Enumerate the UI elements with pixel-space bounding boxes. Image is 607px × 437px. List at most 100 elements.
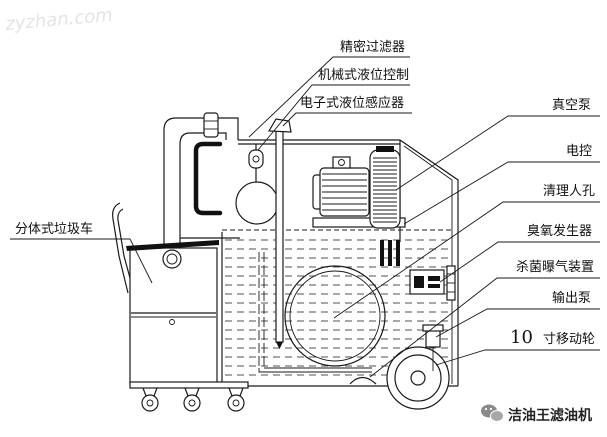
brand-watermark: 洁油王滤油机 <box>481 404 593 425</box>
callout-moving-wheel: 10 寸移动轮 <box>435 327 600 366</box>
moving-wheel <box>386 346 450 410</box>
pump-base-plate <box>312 217 406 228</box>
tank-right-inner <box>403 145 453 384</box>
callout-sterilization-aeration: 杀菌曝气装置 <box>369 259 600 378</box>
wheel-tyre <box>386 346 450 410</box>
leader-line <box>395 115 600 191</box>
caster-tyre <box>141 394 159 412</box>
ozone-box <box>409 269 445 295</box>
site-watermark: zyzhan.com <box>4 5 114 35</box>
float-housing <box>248 149 264 169</box>
motor-fins <box>322 173 367 211</box>
wechat-eye <box>484 407 488 411</box>
sensor-rod <box>275 129 284 343</box>
cart-latch <box>169 319 175 325</box>
callout-precision-filter: 精密过滤器 <box>248 39 410 138</box>
caster-wheel <box>183 387 201 412</box>
callout-electric-control: 电控 <box>403 144 600 225</box>
label-electronic-level-sensor: 电子式液位感应器 <box>300 95 404 111</box>
ozone-tube <box>414 276 424 288</box>
caster-wheel <box>227 387 245 412</box>
caster-hub <box>232 399 240 407</box>
blower-ribs <box>373 157 397 223</box>
inlet-pipe <box>163 112 239 247</box>
cart-inlet-port <box>162 249 182 269</box>
label-cleaning-manhole: 清理人孔 <box>543 184 595 199</box>
label-output-pump: 输出泵 <box>552 290 591 306</box>
cart-box <box>129 247 218 385</box>
blower-inlet <box>376 146 394 152</box>
callout-vacuum-pump: 真空泵 <box>395 98 600 191</box>
output-pipe <box>258 252 372 373</box>
leader-line <box>403 161 600 225</box>
pipe-fitting <box>203 112 219 138</box>
suction-hose <box>193 141 223 216</box>
caster-tyre <box>183 394 201 412</box>
electronic-level-sensor <box>267 118 292 349</box>
label-wheel-size: 10 <box>510 327 533 348</box>
label-vacuum-pump: 真空泵 <box>552 98 591 113</box>
leader-line <box>248 56 410 138</box>
pipe-inner <box>179 132 227 247</box>
label-moving-wheel: 10 寸移动轮 <box>510 327 595 348</box>
cart-inlet-inner <box>166 253 178 265</box>
wheel-rim <box>394 354 442 402</box>
pipe-outer <box>163 117 239 247</box>
label-electric-control: 电控 <box>566 144 592 159</box>
water-tank <box>180 139 459 387</box>
leader-line <box>282 112 412 127</box>
callout-mechanical-level-control: 机械式液位控制 <box>257 68 410 151</box>
caster-wheel <box>141 387 159 412</box>
tank-right-slope <box>399 139 459 386</box>
wechat-bubble-small <box>490 410 504 422</box>
leader-line <box>439 241 600 283</box>
manhole-inner <box>289 270 381 362</box>
leader-line <box>257 84 410 151</box>
pump-mount-leg <box>396 240 400 266</box>
leader-line <box>369 277 600 378</box>
callout-split-garbage-cart: 分体式垃圾车 <box>10 221 153 284</box>
aeration-nozzle <box>349 376 377 385</box>
label-precision-filter: 精密过滤器 <box>340 39 405 55</box>
split-garbage-cart <box>112 202 249 412</box>
ozone-generator <box>409 265 456 301</box>
brand-name: 洁油王滤油机 <box>508 407 592 424</box>
sensor-tip <box>276 342 283 349</box>
leader-line <box>435 349 600 366</box>
cart-handle-inner <box>117 208 134 290</box>
terminal-screw <box>338 159 345 166</box>
label-mechanical-level-control: 机械式液位控制 <box>318 68 409 83</box>
vacuum-pump <box>312 146 406 266</box>
label-sterilization-aeration: 杀菌曝气装置 <box>516 259 594 275</box>
pump-mount-leg <box>388 240 392 266</box>
wheel-hub <box>410 370 426 386</box>
manhole-outer <box>284 265 386 367</box>
cart-handle <box>112 202 129 294</box>
callouts: 精密过滤器 机械式液位控制 电子式液位感应器 真空泵 电控 清理人孔 臭氧发生器 <box>10 39 600 378</box>
label-wheel-text: 寸移动轮 <box>543 332 595 347</box>
label-split-garbage-cart: 分体式垃圾车 <box>15 221 93 237</box>
cart-base <box>129 381 249 389</box>
pump-mount-leg <box>380 240 384 266</box>
filter-body <box>235 181 279 225</box>
caster-hub <box>188 399 196 407</box>
sensor-head <box>267 118 292 133</box>
callout-output-pump: 输出泵 <box>435 290 600 338</box>
leader-line <box>10 238 153 284</box>
ozone-tube <box>428 284 440 288</box>
callout-cleaning-manhole: 清理人孔 <box>333 184 600 319</box>
caster-tyre <box>227 394 245 412</box>
leader-line <box>333 201 600 319</box>
ozone-tube <box>428 276 440 281</box>
leader-line <box>435 308 600 338</box>
float-ball <box>252 155 260 163</box>
callout-ozone-generator: 臭氧发生器 <box>439 223 600 283</box>
precision-filter <box>235 144 279 225</box>
output-pump-body <box>425 329 441 348</box>
motor-terminal-box <box>332 156 351 169</box>
callout-electronic-level-sensor: 电子式液位感应器 <box>282 95 412 127</box>
cart-lid <box>126 240 219 251</box>
wechat-icon <box>481 404 504 422</box>
caster-hub <box>146 399 154 407</box>
